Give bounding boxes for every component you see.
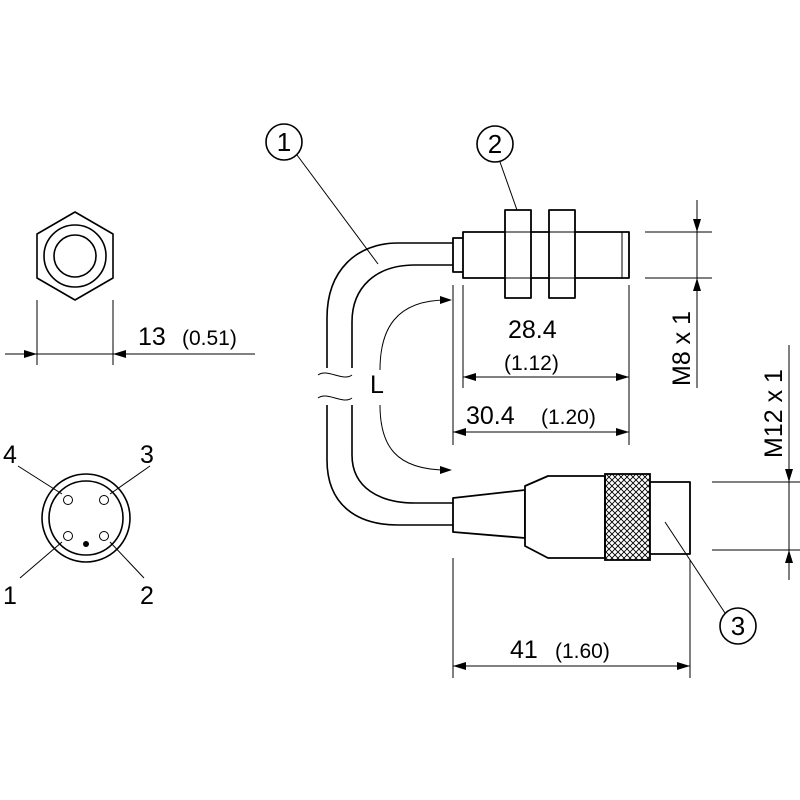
callout-3: 3 [664,521,757,645]
thread-m12-label: M12 x 1 [760,369,788,458]
pin-label-4: 4 [3,441,17,469]
m8-sensor [452,209,630,299]
m12-connector [452,473,691,561]
length-dimensions: 28.4 (1.12) 30.4 (1.20) 41 (1.60) [452,285,691,678]
nut-width-in: (0.51) [182,327,237,350]
nut-width-mm: 13 [138,323,166,351]
pin-label-2: 2 [140,582,154,610]
sensor-length-mm: 28.4 [508,316,557,344]
cable [317,242,453,526]
sensor-length-in: (1.12) [504,352,559,375]
callout-1: 1 [265,123,379,265]
connector-length-in: (1.60) [555,640,610,663]
thread-m8-dimension: M8 x 1 [645,200,712,388]
pin-label-3: 3 [140,441,154,469]
callout-2-label: 2 [488,129,502,159]
hex-nut-view: 13 (0.51) [5,211,255,365]
cable-length-label: L [370,371,384,399]
thread-m8-label: M8 x 1 [668,311,696,386]
thread-m12-dimension: M12 x 1 [712,345,800,580]
cable-length-indicator: L [370,296,452,474]
callout-2: 2 [476,125,518,211]
pin-label-1: 1 [3,582,17,610]
callout-3-label: 3 [731,611,745,641]
connector-length-mm: 41 [510,636,538,664]
housing-length-in: (1.20) [541,406,596,429]
housing-length-mm: 30.4 [466,402,515,430]
pin-layout: 4 3 1 2 [3,441,154,610]
callout-1-label: 1 [277,127,291,157]
